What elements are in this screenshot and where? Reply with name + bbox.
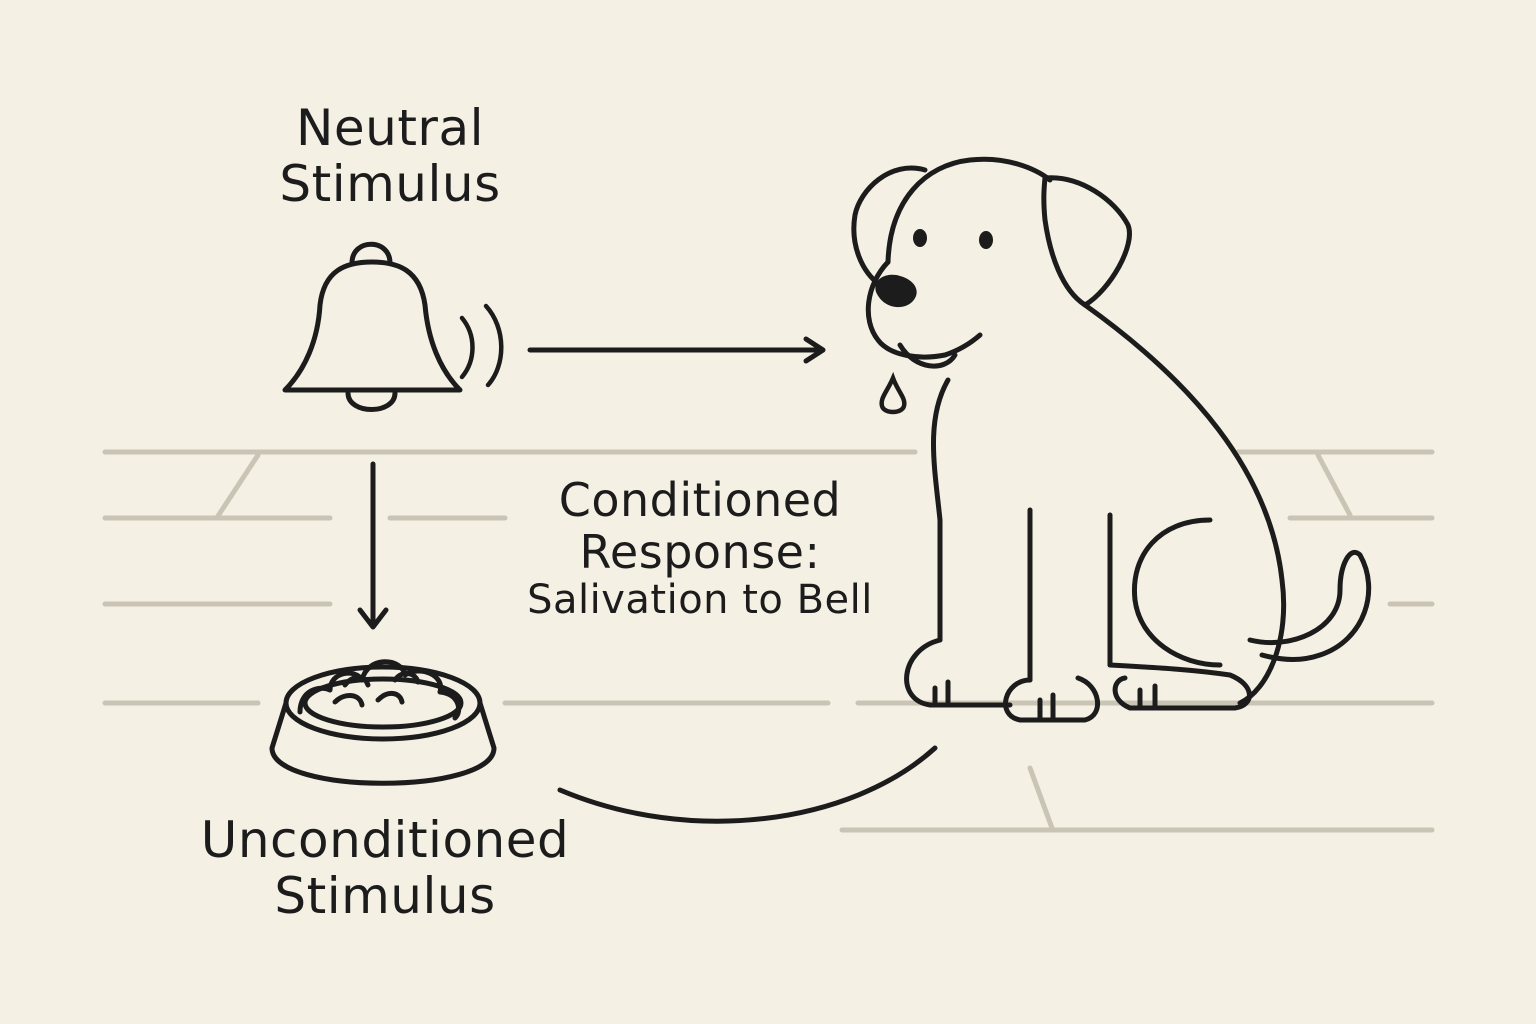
conditioned-line-2: Response: xyxy=(579,524,821,579)
bell-icon xyxy=(282,241,504,412)
neutral-line-1: Neutral xyxy=(295,99,485,157)
connection-arc xyxy=(557,745,938,824)
dog-nose xyxy=(875,274,917,308)
dog-eye-right xyxy=(979,231,993,249)
dog-icon xyxy=(851,156,1372,723)
dog-face xyxy=(875,229,993,308)
neutral-stimulus-label: Neutral Stimulus xyxy=(240,100,540,212)
conditioned-line-3: Salivation to Bell xyxy=(527,577,873,624)
food-bowl-icon xyxy=(269,659,497,786)
conditioned-response-label: Conditioned Response: Salivation to Bell xyxy=(500,473,900,624)
neutral-line-2: Stimulus xyxy=(279,155,501,213)
floor-lines xyxy=(102,449,1435,833)
dog-eye-left xyxy=(913,229,927,247)
unconditioned-stimulus-label: Unconditioned Stimulus xyxy=(185,812,585,924)
saliva-drop-icon xyxy=(879,371,907,415)
unconditioned-line-2: Stimulus xyxy=(274,867,496,925)
arrow-bell-to-food xyxy=(357,461,389,630)
conditioned-line-1: Conditioned xyxy=(558,473,842,527)
unconditioned-line-1: Unconditioned xyxy=(200,811,570,869)
arrow-bell-to-dog xyxy=(527,336,826,364)
